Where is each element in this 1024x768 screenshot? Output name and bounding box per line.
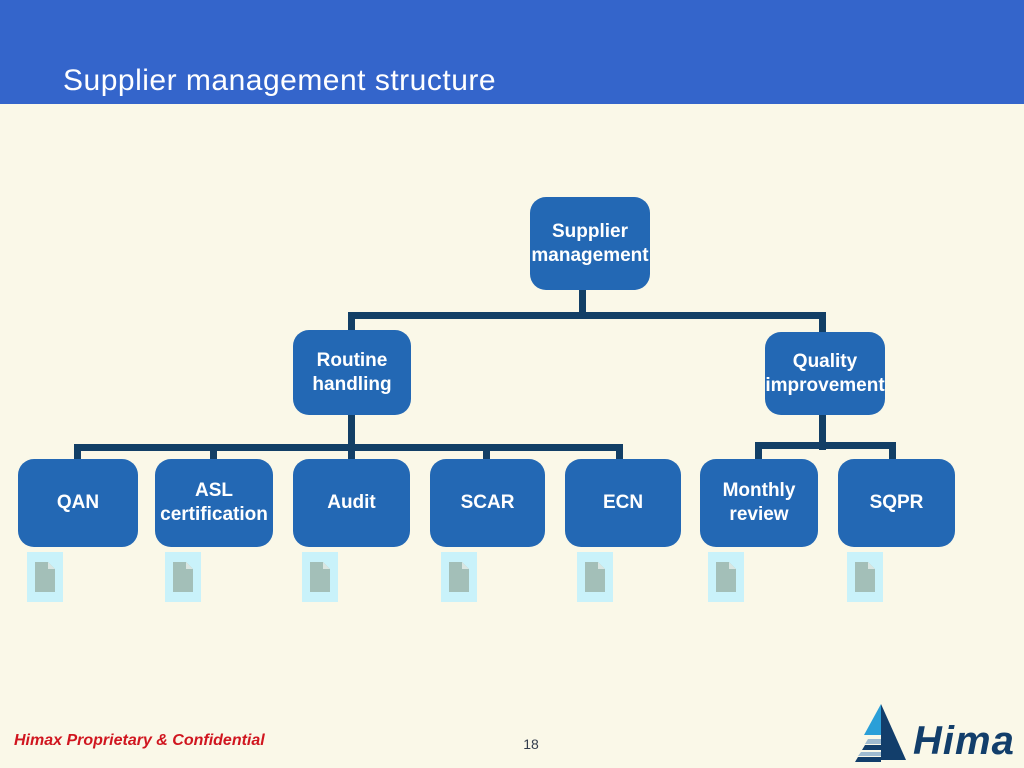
attachment-ecn[interactable] (577, 552, 613, 602)
node-label: Routine handling (312, 349, 392, 395)
node-label: SCAR (460, 492, 515, 514)
connector-stub-routine (348, 312, 355, 332)
document-icon (310, 562, 330, 592)
document-icon (585, 562, 605, 592)
node-label: Quality improvement (765, 350, 885, 396)
node-label: Monthly review (722, 480, 796, 525)
connector-root-vertical (579, 288, 586, 314)
connector-stub-monthly-review (755, 442, 762, 461)
node-monthly-review: Monthly review (700, 459, 818, 547)
connector-quality-vertical (819, 414, 826, 450)
connector-routine-vertical (348, 414, 355, 450)
node-label: ASL certification (160, 480, 268, 525)
node-label: Supplier management (531, 220, 649, 266)
himax-pyramid-icon (855, 704, 906, 762)
attachment-asl-certification[interactable] (165, 552, 201, 602)
attachment-scar[interactable] (441, 552, 477, 602)
himax-logo-text: Himax (913, 719, 1013, 763)
slide-title: Supplier management structure (63, 64, 497, 97)
connector-right-group-horizontal (755, 442, 896, 449)
document-icon (35, 562, 55, 592)
attachment-audit[interactable] (302, 552, 338, 602)
connector-stub-audit (348, 444, 355, 462)
node-label: QAN (56, 492, 100, 514)
document-icon (716, 562, 736, 592)
connector-stub-ecn (616, 444, 623, 462)
connector-stub-asl (210, 444, 217, 462)
node-scar: SCAR (430, 459, 545, 547)
attachment-sqpr[interactable] (847, 552, 883, 602)
node-audit: Audit (293, 459, 410, 547)
node-quality-improvement: Quality improvement (765, 332, 885, 415)
node-label: ECN (602, 492, 644, 514)
attachment-monthly-review[interactable] (708, 552, 744, 602)
connector-stub-qan (74, 444, 81, 462)
node-label: SQPR (869, 492, 924, 514)
attachment-qan[interactable] (27, 552, 63, 602)
connector-stub-sqpr (889, 442, 896, 461)
node-supplier-management: Supplier management (530, 197, 650, 290)
connector-level1-horizontal (348, 312, 826, 319)
node-label: Audit (327, 492, 376, 514)
title-banner: Supplier management structure (0, 0, 1024, 104)
node-sqpr: SQPR (838, 459, 955, 547)
confidential-note: Himax Proprietary & Confidential (14, 732, 265, 749)
document-icon (449, 562, 469, 592)
node-qan: QAN (18, 459, 138, 547)
himax-logo: Himax (855, 704, 1013, 763)
document-icon (855, 562, 875, 592)
connector-stub-quality (819, 312, 826, 334)
node-routine-handling: Routine handling (293, 330, 411, 415)
document-icon (173, 562, 193, 592)
node-ecn: ECN (565, 459, 681, 547)
node-asl-certification: ASL certification (155, 459, 273, 547)
page-number: 18 (523, 736, 539, 752)
connector-stub-scar (483, 444, 490, 462)
